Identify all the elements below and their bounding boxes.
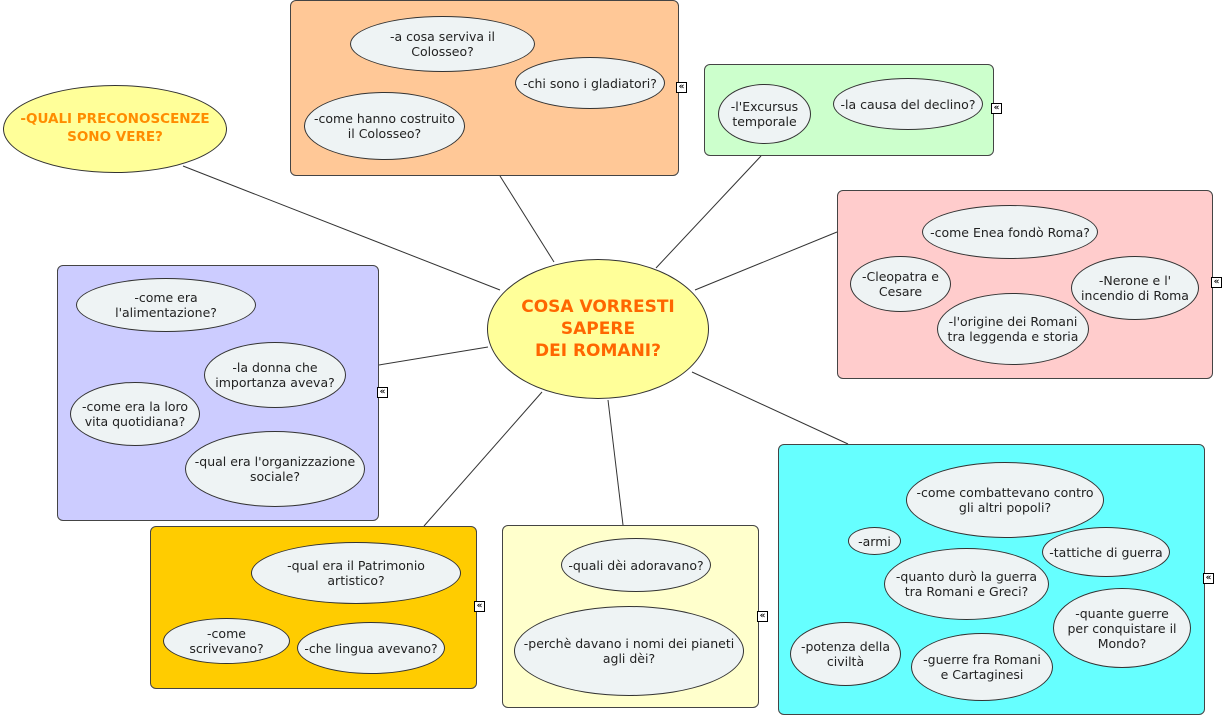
carthage-wars-node[interactable]: -guerre fra Romani e Cartaginesi	[911, 633, 1053, 701]
collapse-icon[interactable]: «	[676, 82, 687, 93]
collapse-icon[interactable]: «	[1203, 573, 1214, 584]
war-duration-node[interactable]: -quanto durò la guerra tra Romani e Grec…	[884, 548, 1049, 620]
link-vita	[378, 346, 489, 366]
colosseo-purpose-node[interactable]: -a cosa serviva il Colosseo?	[350, 16, 535, 72]
excursus-node[interactable]: -l'Excursus temporale	[718, 84, 811, 144]
colosseo-construction-node[interactable]: -come hanno costruito il Colosseo?	[304, 92, 465, 160]
planet-names-node[interactable]: -perchè davano i nomi dei pianeti agli d…	[514, 606, 744, 696]
decline-cause-node[interactable]: -la causa del declino?	[833, 78, 983, 130]
weapons-node[interactable]: -armi	[848, 527, 901, 555]
collapse-icon[interactable]: «	[377, 387, 388, 398]
origin-node[interactable]: -l'origine dei Romani tra leggenda e sto…	[937, 293, 1089, 365]
woman-role-node[interactable]: -la donna che importanza aveva?	[204, 342, 346, 408]
collapse-icon[interactable]: «	[757, 611, 768, 622]
language-node[interactable]: -che lingua avevano?	[297, 622, 445, 674]
power-node[interactable]: -potenza della civiltà	[790, 622, 901, 686]
nerone-node[interactable]: -Nerone e l' incendio di Roma	[1071, 256, 1199, 320]
link-preconceptions	[182, 165, 501, 291]
collapse-icon[interactable]: «	[474, 601, 485, 612]
gladiators-node[interactable]: -chi sono i gladiatori?	[515, 57, 665, 109]
central-topic[interactable]: COSA VORRESTI SAPERE DEI ROMANI?	[487, 259, 709, 399]
link-arte	[423, 391, 543, 527]
writing-node[interactable]: -come scrivevano?	[163, 618, 290, 664]
gods-node[interactable]: -quali dèi adoravano?	[561, 538, 711, 592]
wars-count-node[interactable]: -quante guerre per conquistare il Mondo?	[1053, 588, 1191, 668]
combat-node[interactable]: -come combattevano contro gli altri popo…	[906, 462, 1104, 538]
food-node[interactable]: -come era l'alimentazione?	[76, 278, 256, 332]
link-colosseo	[499, 175, 555, 263]
tactics-node[interactable]: -tattiche di guerra	[1042, 527, 1170, 577]
link-religione	[607, 399, 624, 526]
collapse-icon[interactable]: «	[1211, 277, 1222, 288]
daily-life-node[interactable]: -come era la loro vita quotidiana?	[70, 382, 200, 446]
link-storia	[694, 231, 838, 291]
preconceptions-node[interactable]: -QUALI PRECONOSCENZE SONO VERE?	[3, 85, 227, 173]
social-organization-node[interactable]: -qual era l'organizzazione sociale?	[185, 431, 365, 507]
link-guerra	[691, 371, 849, 445]
enea-node[interactable]: -come Enea fondò Roma?	[922, 205, 1098, 259]
collapse-icon[interactable]: «	[991, 103, 1002, 114]
link-declino	[655, 155, 762, 269]
artistic-heritage-node[interactable]: -qual era il Patrimonio artistico?	[251, 542, 461, 604]
cleopatra-node[interactable]: -Cleopatra e Cesare	[850, 256, 951, 312]
